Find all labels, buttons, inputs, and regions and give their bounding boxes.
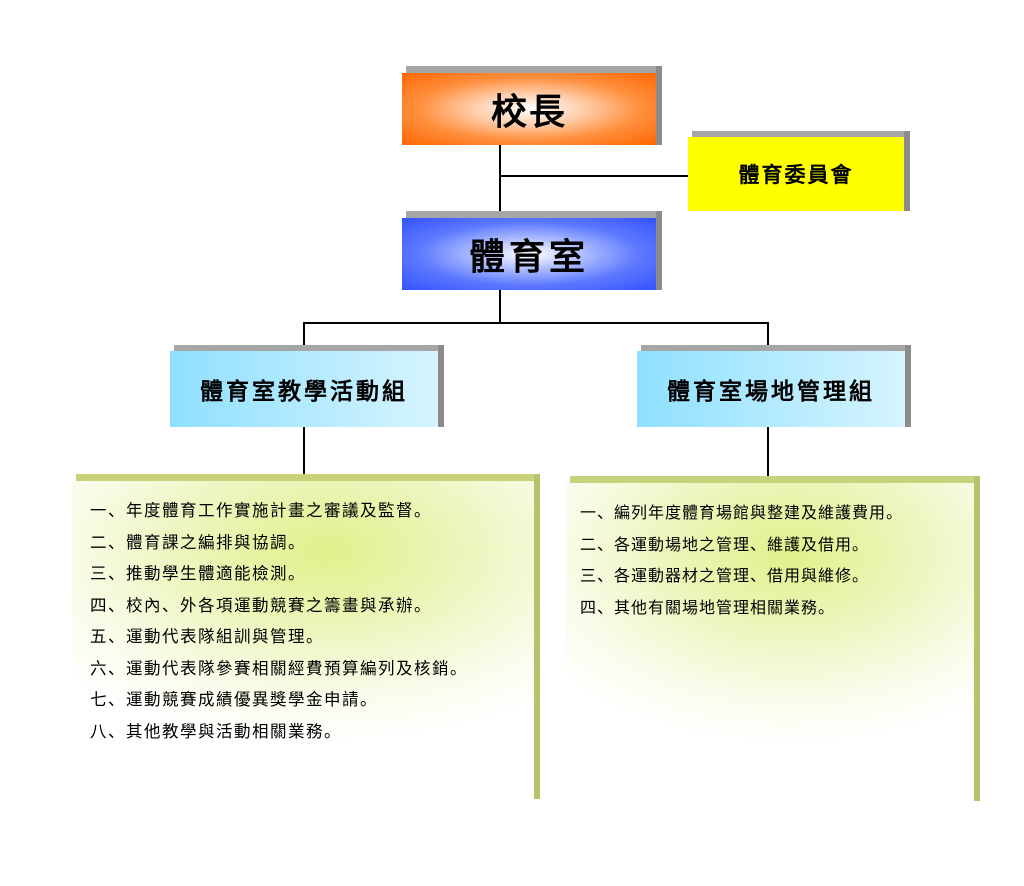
venue-duty-item: 四、其他有關場地管理相關業務。 (580, 597, 836, 617)
teaching-activity-group-box: 體育室教學活動組 (170, 351, 438, 427)
teaching-duty-item: 八、其他教學與活動相關業務。 (90, 721, 342, 741)
teaching-duties-panel: 一、年度體育工作實施計畫之審議及監督。 二、體育課之編排與協調。 三、推動學生體… (72, 481, 534, 799)
venue-duties-panel-shadow-right (974, 476, 980, 801)
teaching-duty-item: 三、推動學生體適能檢測。 (90, 564, 306, 583)
teaching-activity-group-label: 體育室教學活動組 (200, 378, 408, 405)
teaching-duty-item: 五、運動代表隊組訓與管理。 (90, 627, 324, 646)
venue-duty-item: 二、各運動場地之管理、維護及借用。 (580, 534, 870, 554)
teaching-duty-item: 七、運動競賽成績優異獎學金申請。 (90, 690, 378, 709)
venue-duties-panel-shadow-top (570, 476, 980, 483)
teaching-group-shadow-top (174, 345, 444, 351)
teaching-group-shadow-right (438, 345, 444, 427)
pe-office-box-shadow-right (656, 211, 662, 290)
pe-office-box: 體育室 (402, 218, 656, 290)
committee-box-shadow-right (904, 131, 910, 211)
connector-office-down (499, 290, 501, 323)
pe-office-box-shadow-top (406, 211, 662, 218)
principal-label: 校長 (490, 91, 567, 133)
teaching-duty-item: 二、體育課之編排與協調。 (90, 532, 306, 552)
connector-principal-to-office (499, 145, 501, 218)
connector-horizontal-bar (303, 322, 769, 324)
venue-management-group-label: 體育室場地管理組 (667, 378, 875, 405)
connector-to-venue-group (767, 322, 769, 351)
venue-duties-list: 一、編列年度體育場館與整建及維護費用。 二、各運動場地之管理、維護及借用。 三、… (580, 497, 974, 623)
venue-duty-item: 三、各運動器材之管理、借用與維修。 (580, 566, 870, 585)
teaching-duty-item: 四、校內、外各項運動競賽之籌畫與承辦。 (90, 595, 432, 615)
teaching-duties-panel-shadow-right (534, 474, 540, 799)
venue-duty-item: 一、編列年度體育場館與整建及維護費用。 (580, 503, 904, 522)
committee-label: 體育委員會 (738, 162, 854, 187)
teaching-duties-panel-shadow-top (76, 474, 540, 481)
teaching-duties-list: 一、年度體育工作實施計畫之審議及監督。 二、體育課之編排與協調。 三、推動學生體… (90, 495, 534, 747)
venue-management-group-box: 體育室場地管理組 (637, 351, 905, 427)
pe-office-label: 體育室 (468, 236, 589, 278)
connector-venue-to-panel (767, 427, 769, 476)
venue-duties-panel: 一、編列年度體育場館與整建及維護費用。 二、各運動場地之管理、維護及借用。 三、… (566, 483, 974, 801)
principal-box-shadow-top (406, 66, 662, 73)
principal-box: 校長 (402, 73, 656, 145)
venue-group-shadow-right (905, 345, 911, 427)
connector-to-committee (500, 175, 688, 177)
committee-box: 體育委員會 (688, 137, 904, 211)
principal-box-shadow-right (656, 66, 662, 145)
teaching-duty-item: 六、運動代表隊參賽相關經費預算編列及核銷。 (90, 658, 468, 678)
connector-to-teaching-group (303, 322, 305, 351)
teaching-duty-item: 一、年度體育工作實施計畫之審議及監督。 (90, 501, 432, 520)
connector-teaching-to-panel (303, 427, 305, 474)
committee-box-shadow-top (692, 131, 910, 137)
venue-group-shadow-top (641, 345, 911, 351)
